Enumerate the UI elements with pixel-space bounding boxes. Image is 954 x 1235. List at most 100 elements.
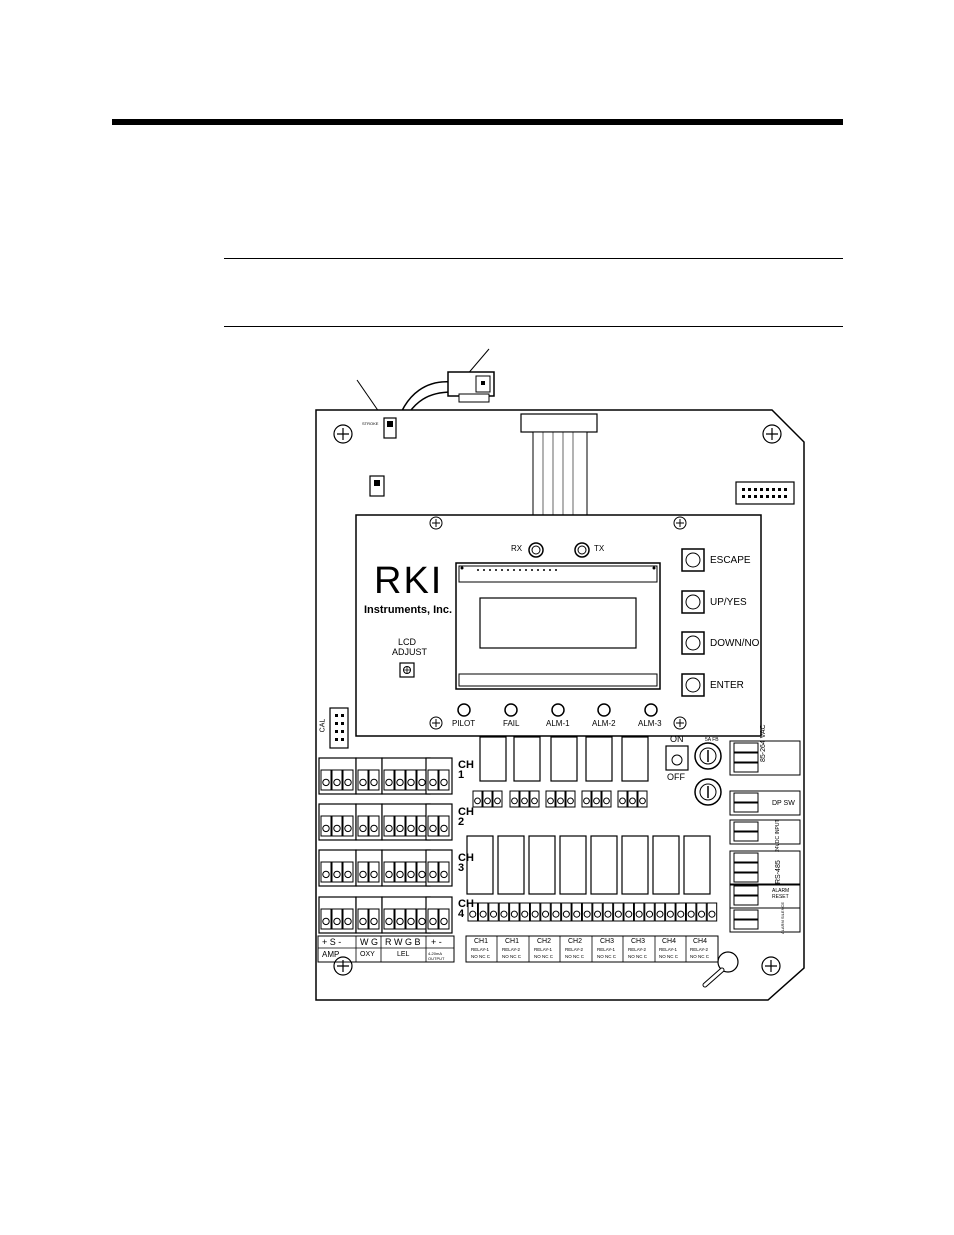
relay-channel-label: CH4 bbox=[693, 938, 708, 945]
right-terminal-screw bbox=[733, 862, 759, 873]
relay-contacts-label: NO NC C bbox=[502, 954, 521, 959]
enter-button-label: ENTER bbox=[710, 680, 744, 691]
terminal-screw-head bbox=[440, 824, 448, 833]
terminal-screw-head bbox=[396, 778, 404, 787]
terminal-screw-head bbox=[407, 870, 415, 879]
lel-group-label: LEL bbox=[397, 951, 410, 958]
terminal-screw-head bbox=[407, 778, 415, 787]
fuse-label: 5A FB bbox=[705, 737, 719, 743]
relay-contacts-label: NO NC C bbox=[565, 954, 584, 959]
mid-rule-lower bbox=[224, 326, 843, 327]
relay-contacts-label: NO NC C bbox=[690, 954, 709, 959]
terminal-screw-head bbox=[370, 870, 378, 879]
terminal-screw-head bbox=[359, 778, 367, 787]
right-terminal-screw bbox=[733, 792, 759, 803]
terminal-screw-head bbox=[646, 910, 654, 918]
ch3-label: CH 3 bbox=[458, 852, 474, 874]
terminal-screw-head bbox=[500, 910, 508, 918]
terminal-screw-head bbox=[322, 824, 330, 833]
escape-button-label: ESCAPE bbox=[710, 555, 751, 566]
ch1-label: CH 1 bbox=[458, 759, 474, 781]
terminal-screw-head bbox=[656, 910, 664, 918]
relay-contacts-label: NO NC C bbox=[597, 954, 616, 959]
terminal-screw-head bbox=[479, 910, 487, 918]
24vdc-label: 24VDC INPUT bbox=[775, 819, 781, 852]
terminal-screw-head bbox=[494, 797, 501, 805]
terminal-screw-head bbox=[322, 778, 330, 787]
relay-channel-label: CH2 bbox=[537, 938, 552, 945]
relay-number-label: RELAY-1 bbox=[597, 947, 616, 952]
vac-label: 85-264 VAC bbox=[760, 724, 767, 762]
right-terminal-screw bbox=[733, 742, 759, 753]
terminal-label-box bbox=[317, 935, 455, 963]
relay-channel-label: CH1 bbox=[474, 938, 489, 945]
mid-rule-upper bbox=[224, 258, 843, 259]
relay-number-label: RELAY-2 bbox=[690, 947, 709, 952]
terminal-screw-head bbox=[344, 778, 352, 787]
terminal-screw-head bbox=[484, 797, 491, 805]
terminal-screw-head bbox=[629, 797, 636, 805]
output-pins-label: + - bbox=[431, 937, 442, 947]
switch-off-label: OFF bbox=[667, 772, 685, 782]
relay-number-label: RELAY-1 bbox=[659, 947, 678, 952]
right-terminal-screw bbox=[733, 852, 759, 863]
relay bbox=[621, 835, 649, 895]
relay-number-label: RELAY-2 bbox=[628, 947, 647, 952]
terminal-screw-head bbox=[333, 870, 341, 879]
right-terminal-screw bbox=[733, 919, 759, 930]
fail-led-label: FAIL bbox=[503, 719, 520, 728]
alm3-led-label: ALM-3 bbox=[638, 719, 662, 728]
lcd-screen bbox=[479, 597, 637, 649]
cal-label: CAL bbox=[319, 718, 327, 733]
terminal-screw-head bbox=[407, 917, 415, 926]
terminal-screw-head bbox=[583, 797, 590, 805]
relay-row-mid bbox=[466, 835, 711, 895]
ch4-label: CH 4 bbox=[458, 898, 474, 920]
relay-number-label: RELAY-2 bbox=[502, 947, 521, 952]
terminal-screw-head bbox=[593, 797, 600, 805]
terminal-screw-head bbox=[573, 910, 581, 918]
terminal-screw-head bbox=[639, 797, 646, 805]
terminal-screw-head bbox=[440, 870, 448, 879]
terminal-screw-head bbox=[552, 910, 560, 918]
terminal-screw-head bbox=[708, 910, 716, 918]
relay bbox=[559, 835, 587, 895]
right-terminal-screw bbox=[733, 821, 759, 832]
oxy-group-label: OXY bbox=[360, 951, 375, 958]
terminal-screw-head bbox=[359, 824, 367, 833]
terminal-screw-head bbox=[333, 824, 341, 833]
terminal-screw-head bbox=[344, 870, 352, 879]
cal-connector bbox=[329, 707, 349, 749]
terminal-screw-head bbox=[531, 797, 538, 805]
terminal-screw-head bbox=[429, 917, 437, 926]
right-terminal-screw bbox=[733, 752, 759, 763]
terminal-screw-head bbox=[510, 910, 518, 918]
relay-channel-label: CH2 bbox=[568, 938, 583, 945]
terminal-screw-head bbox=[614, 910, 622, 918]
terminal-screw-head bbox=[370, 778, 378, 787]
ch2-label: CH 2 bbox=[458, 806, 474, 828]
terminal-screw-head bbox=[635, 910, 643, 918]
terminal-screw-head bbox=[698, 910, 706, 918]
relay-contacts-label: NO NC C bbox=[471, 954, 490, 959]
alarm-silence-label: ALARM SILENCE bbox=[780, 901, 785, 934]
relay bbox=[590, 835, 618, 895]
lel-pins-label: R W G B bbox=[385, 937, 421, 947]
relay-number-label: RELAY-1 bbox=[471, 947, 490, 952]
terminal-screw-head bbox=[562, 910, 570, 918]
terminal-screw-head bbox=[418, 917, 426, 926]
terminal-screw-head bbox=[490, 910, 498, 918]
terminal-screw-head bbox=[511, 797, 518, 805]
terminal-blocks-right bbox=[729, 740, 801, 933]
terminal-screw-head bbox=[594, 910, 602, 918]
relay-row-top bbox=[479, 736, 649, 782]
terminal-screw-head bbox=[666, 910, 674, 918]
terminal-screw-head bbox=[396, 917, 404, 926]
terminal-screw-head bbox=[625, 910, 633, 918]
terminal-screw-head bbox=[333, 917, 341, 926]
brand-logo: RKI bbox=[374, 560, 444, 602]
terminal-screw-head bbox=[687, 910, 695, 918]
terminal-screw-head bbox=[474, 797, 481, 805]
dp-sw-label: DP SW bbox=[772, 800, 795, 807]
